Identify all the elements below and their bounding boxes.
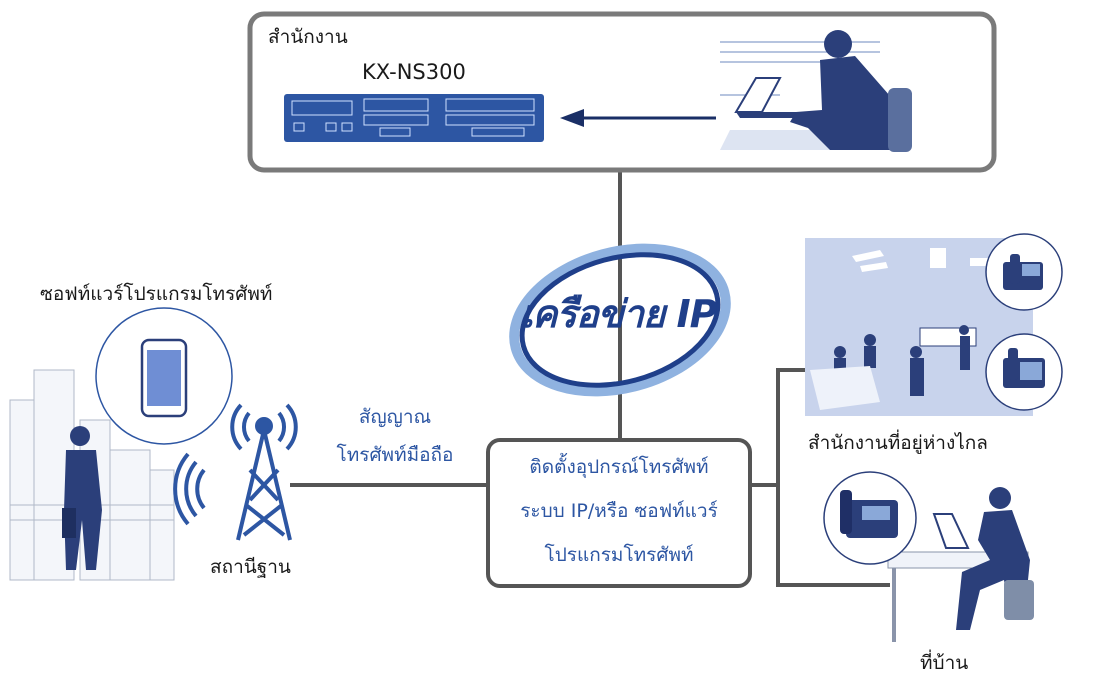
center-box (486, 438, 752, 588)
signal-label-line-1: สัญญาณ (358, 406, 432, 428)
network-label: เครือข่าย IP (520, 292, 717, 336)
home-worker-illustration (887, 487, 1034, 642)
pbx-unit-icon (284, 94, 544, 142)
office-worker-icon (720, 30, 912, 152)
smartphone-bubble (95, 307, 233, 445)
ip-network-logo (509, 243, 731, 397)
center-line-3: โปรแกรมโทรศัพท์ (544, 544, 694, 566)
ip-phone-bubble (823, 471, 917, 565)
branch-office-illustration (805, 238, 1033, 416)
center-to-home-line (776, 485, 890, 587)
desk-phone-bubble-2 (985, 333, 1063, 411)
signal-label-line-2: โทรศัพท์มือถือ (336, 444, 454, 466)
center-line-1: ติดตั้งอุปกรณ์โทรศัพท์ (529, 456, 709, 478)
center-line-2: ระบบ IP/หรือ ซอฟท์แวร์ (520, 500, 718, 522)
desk-phone-bubble-1 (985, 233, 1063, 311)
branch-office-label: สำนักงานที่อยู่ห่างไกล (808, 432, 988, 454)
base-station-label: สถานีฐาน (210, 556, 291, 578)
office-title: สำนักงาน (268, 26, 348, 48)
device-model-label: KX-NS300 (362, 60, 466, 84)
arrow-icon (560, 109, 716, 127)
home-label: ที่บ้าน (920, 652, 969, 674)
phone-user-icon (62, 426, 102, 570)
cell-tower-icon (173, 403, 298, 541)
connector-lines (290, 170, 890, 587)
center-to-branch-line (750, 368, 805, 487)
softphone-label: ซอฟท์แวร์โปรแกรมโทรศัพท์ (40, 283, 273, 305)
